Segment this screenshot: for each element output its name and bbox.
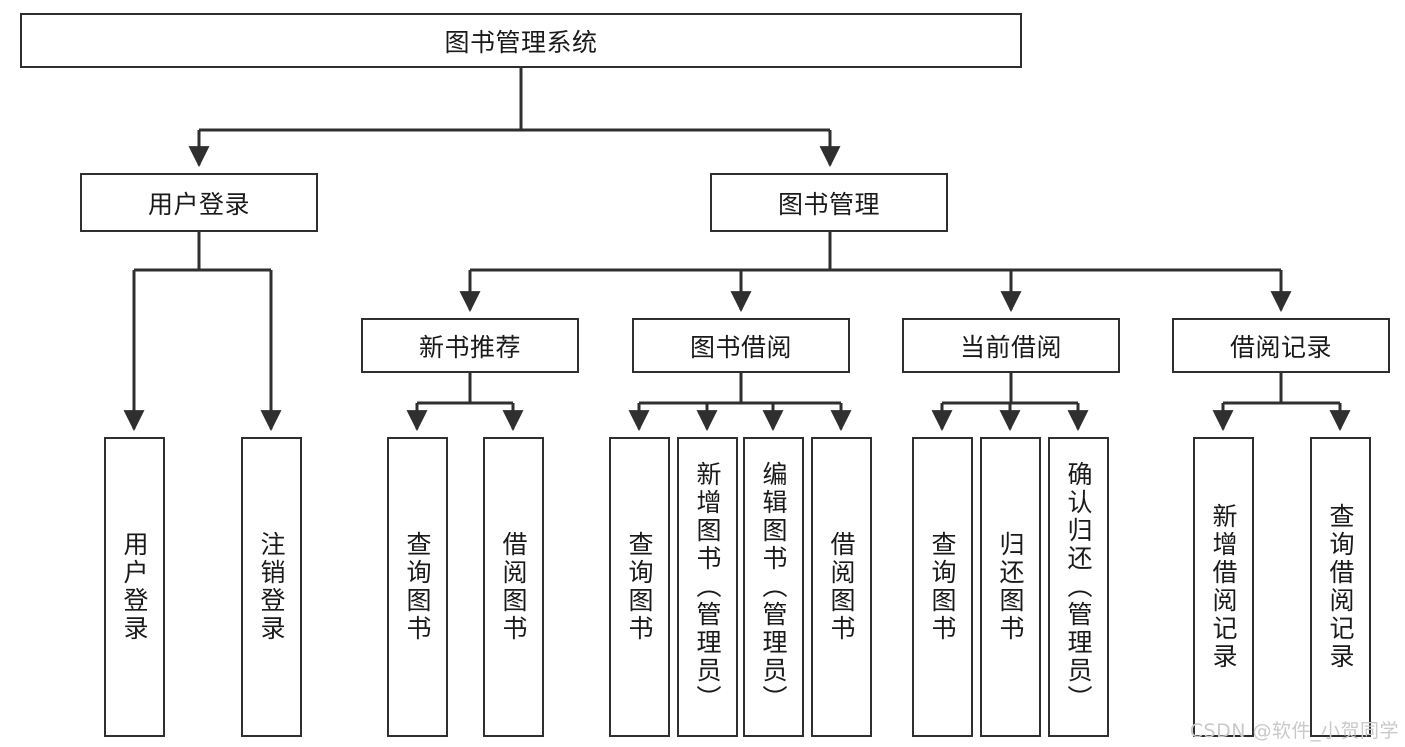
node-book-borrow[interactable]: 图书借阅 — [632, 318, 850, 373]
watermark-text: CSDN @软件_小贺同学 — [1189, 720, 1399, 742]
node-root[interactable]: 图书管理系统 — [20, 13, 1022, 68]
node-leaf-add-book-admin[interactable]: 新增图书（管理员） — [677, 437, 738, 737]
node-leaf-user-login[interactable]: 用户登录 — [104, 437, 165, 737]
node-leaf-borrow-book-label: 借阅图书 — [827, 531, 856, 643]
node-borrow-records-label: 借阅记录 — [1229, 332, 1332, 362]
node-leaf-query-borrow-record-label: 查询借阅记录 — [1326, 503, 1355, 671]
node-leaf-query-book-borrow-label: 查询图书 — [625, 531, 654, 643]
node-book-borrow-label: 图书借阅 — [689, 332, 792, 362]
node-leaf-user-login-label: 用户登录 — [120, 531, 149, 643]
node-leaf-add-borrow-record-label: 新增借阅记录 — [1209, 503, 1238, 671]
node-leaf-query-book-current[interactable]: 查询图书 — [912, 437, 973, 737]
node-leaf-edit-book-admin[interactable]: 编辑图书（管理员） — [743, 437, 804, 737]
node-leaf-query-borrow-record[interactable]: 查询借阅记录 — [1310, 437, 1371, 737]
node-leaf-user-logout-label: 注销登录 — [257, 531, 286, 643]
node-user-login[interactable]: 用户登录 — [80, 173, 318, 232]
node-leaf-query-book-recommend-label: 查询图书 — [403, 531, 432, 643]
node-leaf-edit-book-admin-label: 编辑图书（管理员） — [759, 461, 788, 713]
node-new-book-recommend-label: 新书推荐 — [418, 332, 521, 362]
node-leaf-query-book-borrow[interactable]: 查询图书 — [609, 437, 670, 737]
node-current-borrow-label: 当前借阅 — [959, 332, 1062, 362]
node-borrow-records[interactable]: 借阅记录 — [1172, 318, 1390, 373]
node-leaf-query-book-recommend[interactable]: 查询图书 — [387, 437, 448, 737]
node-leaf-return-book-label: 归还图书 — [996, 531, 1025, 643]
node-new-book-recommend[interactable]: 新书推荐 — [361, 318, 579, 373]
node-leaf-query-book-current-label: 查询图书 — [928, 531, 957, 643]
node-current-borrow[interactable]: 当前借阅 — [902, 318, 1120, 373]
node-leaf-borrow-book[interactable]: 借阅图书 — [811, 437, 872, 737]
node-book-management[interactable]: 图书管理 — [710, 173, 948, 232]
node-leaf-return-book[interactable]: 归还图书 — [980, 437, 1041, 737]
node-root-label: 图书管理系统 — [444, 27, 598, 57]
node-leaf-confirm-return-admin-label: 确认归还（管理员） — [1064, 461, 1093, 713]
node-leaf-confirm-return-admin[interactable]: 确认归还（管理员） — [1048, 437, 1109, 737]
node-user-login-label: 用户登录 — [147, 189, 250, 219]
node-leaf-add-borrow-record[interactable]: 新增借阅记录 — [1193, 437, 1254, 737]
node-leaf-borrow-book-recommend[interactable]: 借阅图书 — [483, 437, 544, 737]
node-leaf-user-logout[interactable]: 注销登录 — [241, 437, 302, 737]
node-leaf-borrow-book-recommend-label: 借阅图书 — [499, 531, 528, 643]
node-book-management-label: 图书管理 — [777, 189, 880, 219]
node-leaf-add-book-admin-label: 新增图书（管理员） — [693, 461, 722, 713]
